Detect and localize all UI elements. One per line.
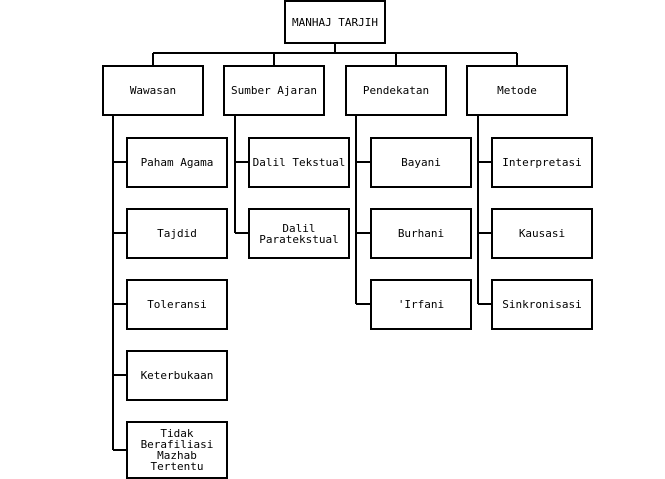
header-wawasan: Wawasan <box>102 65 204 116</box>
item-label: Tidak Berafiliasi Mazhab Tertentu <box>140 427 214 473</box>
header-pendekatan: Pendekatan <box>345 65 447 116</box>
item-label: Dalil Tekstual <box>252 156 346 169</box>
item-keterbukaan: Keterbukaan <box>126 350 228 401</box>
item-sinkronisasi: Sinkronisasi <box>491 279 593 330</box>
header-label: Sumber Ajaran <box>230 84 318 97</box>
item-kausasi: Kausasi <box>491 208 593 259</box>
item-toleransi: Toleransi <box>126 279 228 330</box>
item-label: Toleransi <box>147 298 207 311</box>
item-irfani: 'Irfani <box>370 279 472 330</box>
item-label: Sinkronisasi <box>502 298 582 311</box>
item-label: Paham Agama <box>140 156 214 169</box>
item-label: Interpretasi <box>502 156 582 169</box>
item-label: Kausasi <box>518 227 566 240</box>
item-label: 'Irfani <box>397 298 445 311</box>
header-metode: Metode <box>466 65 568 116</box>
item-label: Bayani <box>401 156 441 169</box>
root-box: MANHAJ TARJIH <box>284 0 386 44</box>
item-dalil-tekstual: Dalil Tekstual <box>248 137 350 188</box>
item-interpretasi: Interpretasi <box>491 137 593 188</box>
item-dalil-paratekstual: Dalil Paratekstual <box>248 208 350 259</box>
header-sumber-ajaran: Sumber Ajaran <box>223 65 325 116</box>
header-label: Metode <box>497 84 537 97</box>
root-label: MANHAJ TARJIH <box>291 15 379 29</box>
item-bayani: Bayani <box>370 137 472 188</box>
item-tajdid: Tajdid <box>126 208 228 259</box>
item-paham-agama: Paham Agama <box>126 137 228 188</box>
item-label: Tajdid <box>157 227 197 240</box>
item-label: Keterbukaan <box>140 369 214 382</box>
header-label: Wawasan <box>129 84 177 97</box>
header-label: Pendekatan <box>362 84 430 97</box>
item-burhani: Burhani <box>370 208 472 259</box>
item-tidak-berafiliasi: Tidak Berafiliasi Mazhab Tertentu <box>126 421 228 479</box>
item-label: Dalil Paratekstual <box>259 221 339 246</box>
item-label: Burhani <box>397 227 445 240</box>
